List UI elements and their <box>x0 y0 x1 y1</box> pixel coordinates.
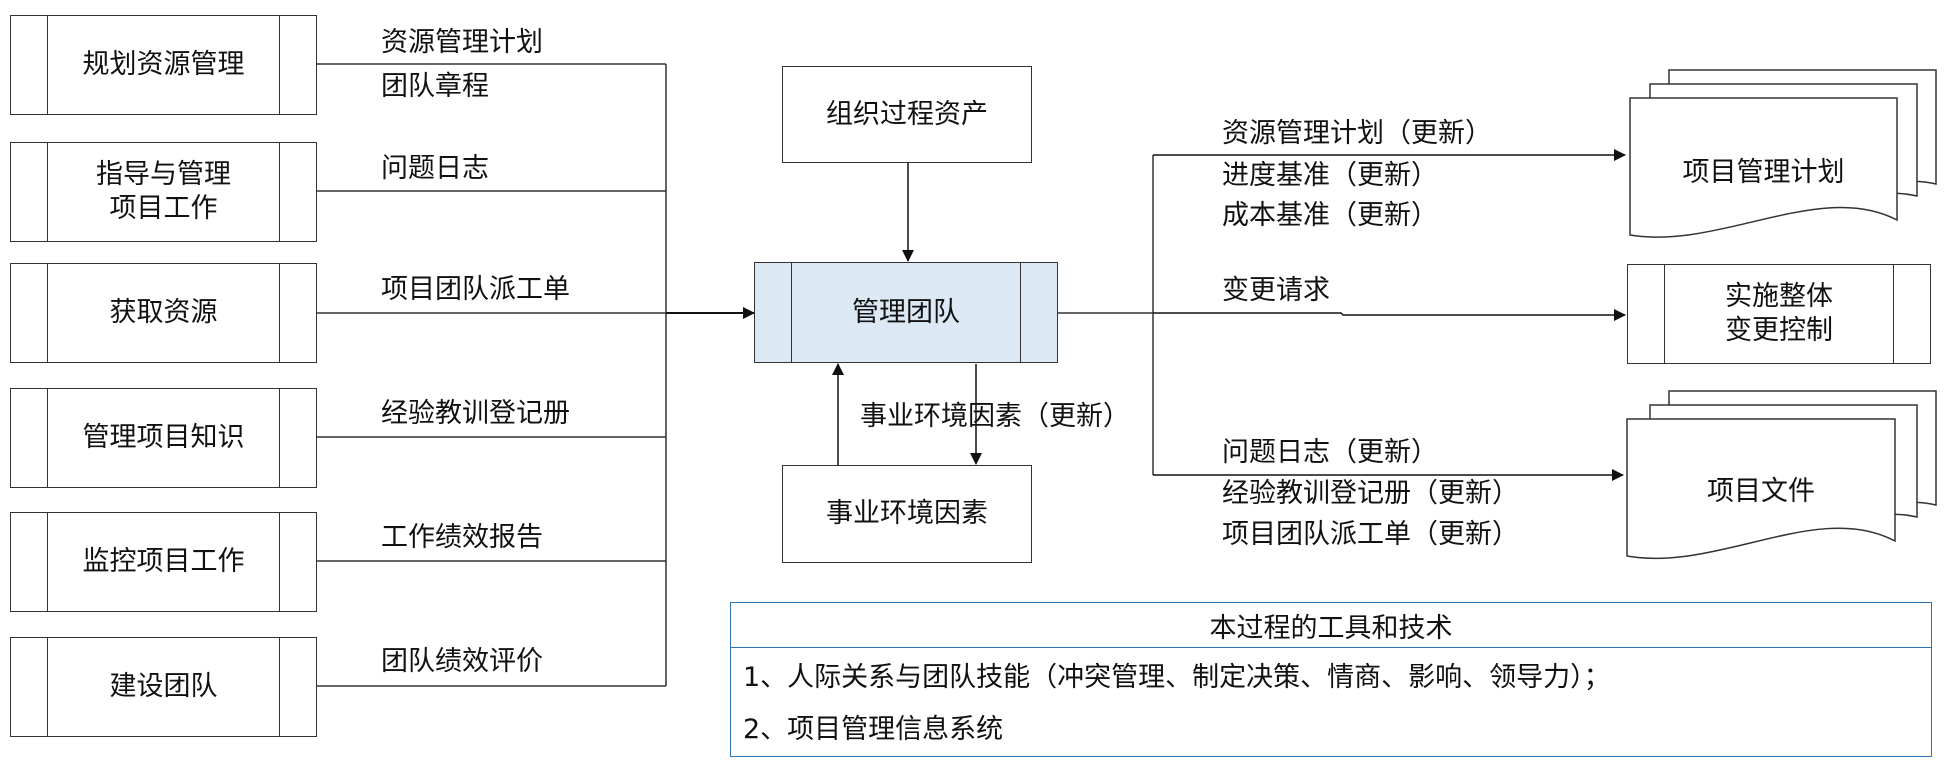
output-label: 进度基准（更新） <box>1222 160 1438 191</box>
output-label: 经验教训登记册（更新） <box>1222 478 1519 509</box>
output-label: 变更请求 <box>1222 275 1330 306</box>
input-label: 项目团队派工单 <box>381 274 570 305</box>
output-label: 项目团队派工单（更新） <box>1222 519 1519 550</box>
process-label: 规划资源管理 <box>82 49 245 80</box>
process-manage-team[interactable]: 管理团队 <box>754 262 1058 363</box>
output-label: 问题日志（更新） <box>1222 437 1438 468</box>
project-documents-doc[interactable]: 项目文件 <box>1627 419 1895 559</box>
input-label: 资源管理计划 <box>381 27 543 58</box>
org-process-assets-box[interactable]: 组织过程资产 <box>782 66 1032 163</box>
doc-stack-files <box>1626 390 1937 560</box>
process-monitor-control-work[interactable]: 监控项目工作 <box>10 512 317 612</box>
input-label: 问题日志 <box>381 153 489 184</box>
process-label: 建设团队 <box>109 671 218 702</box>
doc-label: 项目文件 <box>1707 476 1815 507</box>
process-label: 指导与管理 项目工作 <box>96 159 231 224</box>
process-develop-team[interactable]: 建设团队 <box>10 637 317 737</box>
process-perform-integrated-change-control[interactable]: 实施整体 变更控制 <box>1627 264 1931 364</box>
arrow-to-change-control <box>1153 309 1626 321</box>
tools-techniques-table: 本过程的工具和技术 1、人际关系与团队技能（冲突管理、制定决策、情商、影响、领导… <box>730 602 1932 757</box>
input-label: 工作绩效报告 <box>381 522 543 553</box>
doc-label: 项目管理计划 <box>1682 157 1845 188</box>
input-label: 团队绩效评价 <box>381 646 543 677</box>
org-process-assets-label: 组织过程资产 <box>826 98 988 130</box>
process-acquire-resources[interactable]: 获取资源 <box>10 263 317 363</box>
process-label: 监控项目工作 <box>82 546 245 577</box>
input-label: 团队章程 <box>381 71 489 102</box>
input-label: 经验教训登记册 <box>381 398 570 429</box>
project-management-plan-doc[interactable]: 项目管理计划 <box>1630 98 1897 238</box>
process-plan-resource-management[interactable]: 规划资源管理 <box>10 15 317 115</box>
tools-techniques-item: 2、项目管理信息系统 <box>743 714 1004 745</box>
center-process-label: 管理团队 <box>852 296 960 328</box>
process-label: 管理项目知识 <box>82 422 245 453</box>
tools-techniques-title: 本过程的工具和技术 <box>731 603 1931 648</box>
eef-box[interactable]: 事业环境因素 <box>782 465 1032 563</box>
process-label: 获取资源 <box>109 297 218 328</box>
tools-techniques-item: 1、人际关系与团队技能（冲突管理、制定决策、情商、影响、领导力）； <box>743 662 1611 693</box>
output-label: 资源管理计划（更新） <box>1222 118 1492 149</box>
process-label: 实施整体 变更控制 <box>1725 281 1833 346</box>
process-direct-manage-work[interactable]: 指导与管理 项目工作 <box>10 142 317 242</box>
eef-label: 事业环境因素 <box>826 498 988 529</box>
process-manage-knowledge[interactable]: 管理项目知识 <box>10 388 317 488</box>
eef-update-label: 事业环境因素（更新） <box>860 401 1130 432</box>
output-label: 成本基准（更新） <box>1222 200 1438 231</box>
doc-stack-plan <box>1629 69 1937 238</box>
